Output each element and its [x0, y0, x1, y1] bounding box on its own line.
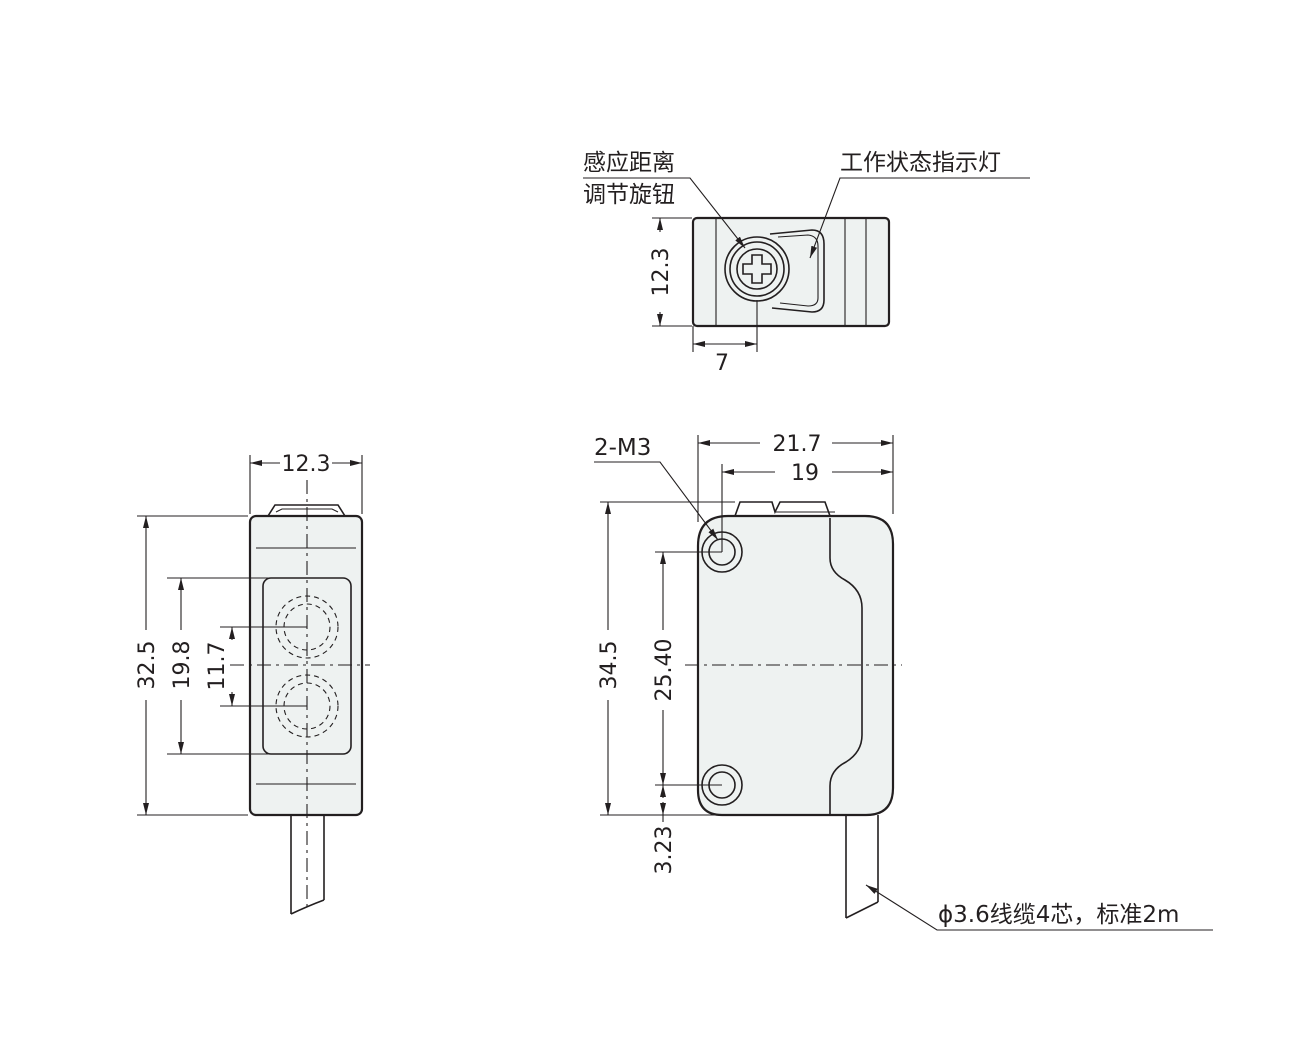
knob-label-line2: 调节旋钮: [583, 182, 675, 208]
indicator-window: [769, 229, 825, 313]
side-dim-hole-pitch-y: 25.40: [652, 639, 677, 702]
indicator-label: 工作状态指示灯: [840, 150, 1001, 176]
top-dim-height: 12.3: [649, 248, 674, 297]
side-view: ϕ3.6线缆4芯，标准2m 2-M3 21.7 19 34.5 25.40 3.…: [594, 432, 1213, 931]
top-view: 感应距离 调节旋钮 工作状态指示灯 12.3 7: [583, 150, 1030, 376]
end-view: 12.3 32.5 19.8 11.7: [135, 452, 370, 915]
end-dim-lens-span: 19.8: [170, 641, 195, 690]
side-dim-hole-pitch-x: 19: [791, 461, 819, 486]
end-dim-lens-pitch: 11.7: [205, 642, 230, 691]
end-dim-height: 32.5: [135, 641, 160, 690]
knob-label-line1: 感应距离: [583, 150, 675, 176]
side-dim-hole-bottom: 3.23: [652, 826, 677, 875]
side-dim-height: 34.5: [597, 641, 622, 690]
cable-label: ϕ3.6线缆4芯，标准2m: [938, 902, 1179, 928]
end-view-cable: [290, 815, 325, 914]
side-view-cable: [845, 815, 879, 918]
adjustment-knob: [724, 236, 790, 302]
top-dim-knob-offset: 7: [715, 351, 729, 376]
side-dim-width: 21.7: [773, 432, 822, 457]
end-dim-width: 12.3: [282, 452, 331, 477]
hole-label: 2-M3: [594, 435, 651, 461]
